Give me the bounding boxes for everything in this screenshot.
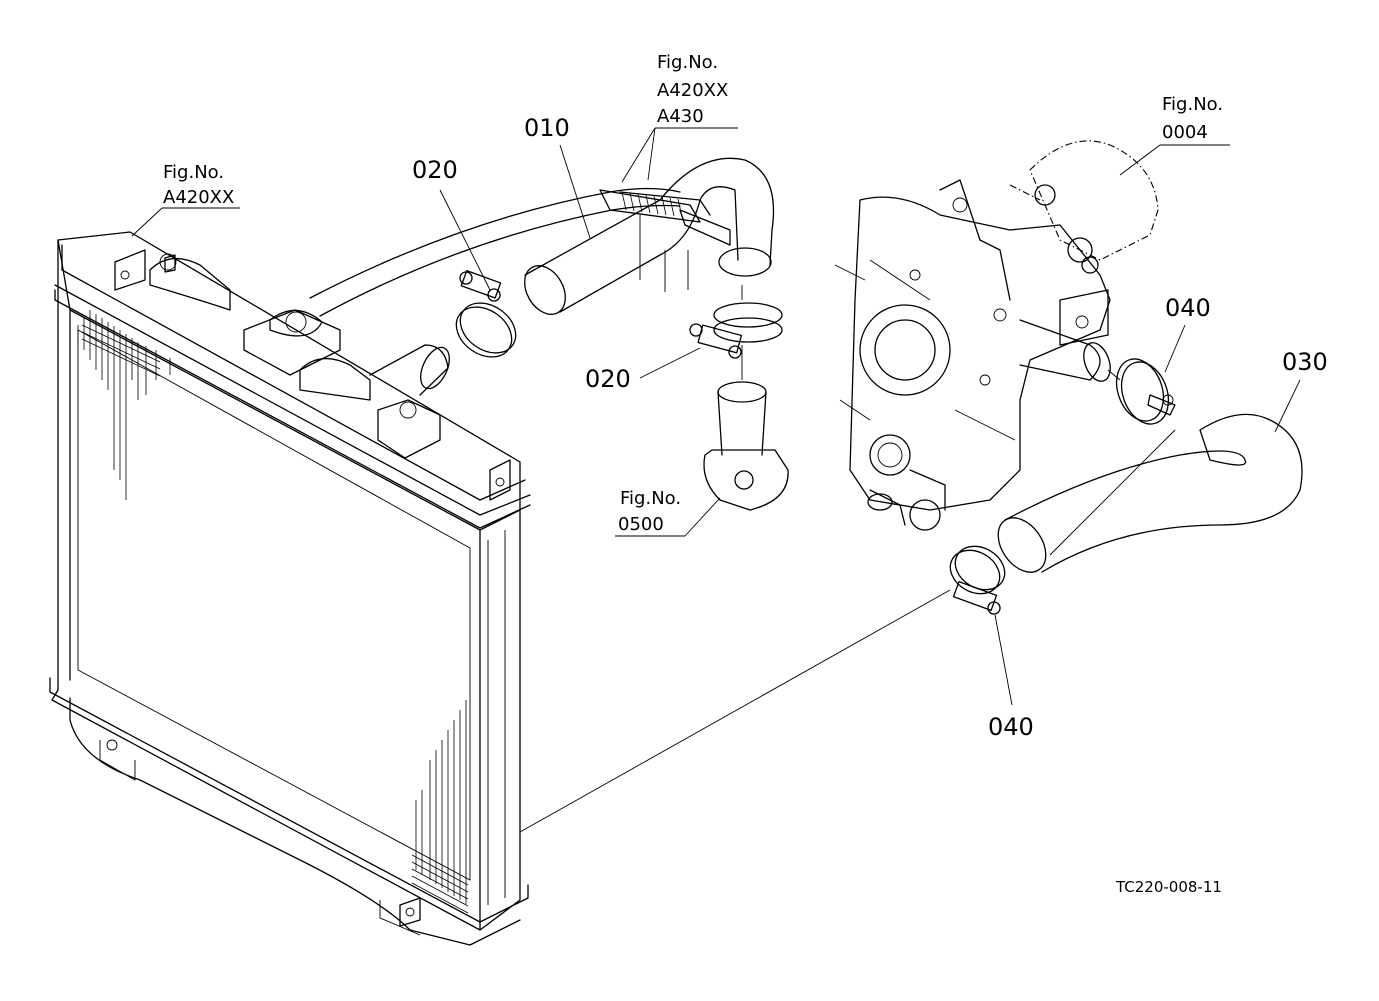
- upper-hose-010: [524, 157, 775, 315]
- fig-label: Fig.No.: [620, 488, 681, 509]
- leader-lines: [131, 127, 1301, 833]
- callout-030: 030: [1282, 348, 1328, 376]
- drawing-id: TC220-008-11: [1115, 878, 1222, 896]
- figure-reference-radiator: Fig.No. A420XX: [163, 162, 234, 208]
- thermostat-housing: [703, 381, 789, 511]
- figure-reference-thermostat: Fig.No. 0500: [618, 488, 681, 535]
- callout-020-top: 020: [412, 156, 458, 184]
- hose-clamp-020-top: [455, 270, 517, 358]
- lower-hose-030: [997, 413, 1303, 573]
- fig-code: 0500: [618, 514, 664, 535]
- figure-reference-engine: Fig.No. 0004: [1162, 94, 1223, 143]
- fig-code: 0004: [1162, 122, 1208, 143]
- callout-020-mid: 020: [585, 365, 631, 393]
- callout-010: 010: [524, 114, 570, 142]
- fig-code: A420XX: [657, 80, 728, 101]
- callout-040-bottom: 040: [988, 713, 1034, 741]
- engine-front-cover: [834, 140, 1159, 531]
- fig-label: Fig.No.: [1162, 94, 1223, 115]
- radiator: [49, 231, 531, 946]
- callout-040-top: 040: [1165, 294, 1211, 322]
- figure-reference-upper: Fig.No. A420XX A430: [657, 52, 728, 127]
- hose-clamp-020-mid: [689, 302, 783, 359]
- fig-code: A430: [657, 106, 704, 127]
- hose-clamp-040-top: [1115, 358, 1176, 425]
- hose-clamp-040-bottom: [949, 545, 1006, 615]
- fig-code: A420XX: [163, 187, 234, 208]
- overflow-hose: [309, 187, 731, 317]
- fig-label: Fig.No.: [657, 52, 718, 73]
- fig-label: Fig.No.: [163, 162, 224, 183]
